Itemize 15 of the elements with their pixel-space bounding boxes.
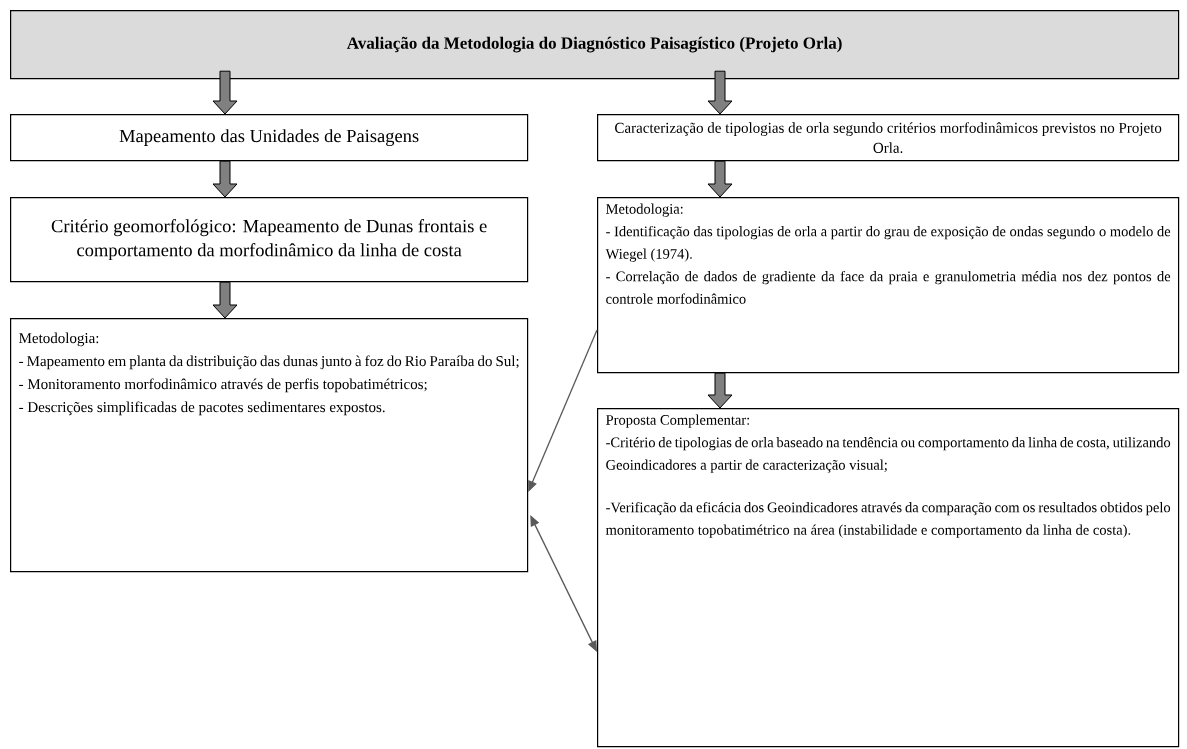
process-box: Caracterização de tipologias de orla segundo critérios morfodinâmicos previstos no Projeto Orla. [597, 114, 1180, 162]
header-box: Avaliação da Metodologia do Diagnóstico Paisagístico (Projeto Orla) [10, 10, 1180, 80]
arrow [530, 515, 597, 652]
arrow [528, 329, 598, 492]
text-box: Metodologia: - Identificação das tipologias de orla a partir do grau de exposição de ondas segundo o modelo de Wiegel (1974). - Correlação de dados de gradiente da face da praia e granulometria média nos dez pontos de controle morfodinâmico [597, 197, 1180, 374]
block-arrow [212, 70, 238, 115]
block-arrow [212, 281, 238, 319]
block-arrow [707, 372, 733, 409]
text-box: Metodologia: - Mapeamento em planta da distribuição das dunas junto à foz do Rio Paraíba do Sul; - Monitoramento morfodinâmico através de perfis topobatimétricos; - Descrições simplificadas de pacotes sedimentares expostos. [10, 318, 529, 573]
block-arrow [707, 70, 733, 115]
process-box: Mapeamento das Unidades de Paisagens [10, 114, 529, 162]
block-arrow [707, 160, 733, 198]
process-box: Critério geomorfológico: Mapeamento de Dunas frontais e comportamento da morfodinâmico da linha de costa [10, 197, 529, 283]
text-box: Proposta Complementar: -Critério de tipologias de orla baseado na tendência ou comportamento da linha de costa, utilizando Geoindicadores a partir de caracterização visual; -Verificação da eficácia dos Geoindicadores através da comparação com os resultados obtidos pelo monitoramento topobatimétrico na área (instabilidade e comportamento da linha de costa). [597, 408, 1180, 748]
block-arrow [212, 160, 238, 198]
